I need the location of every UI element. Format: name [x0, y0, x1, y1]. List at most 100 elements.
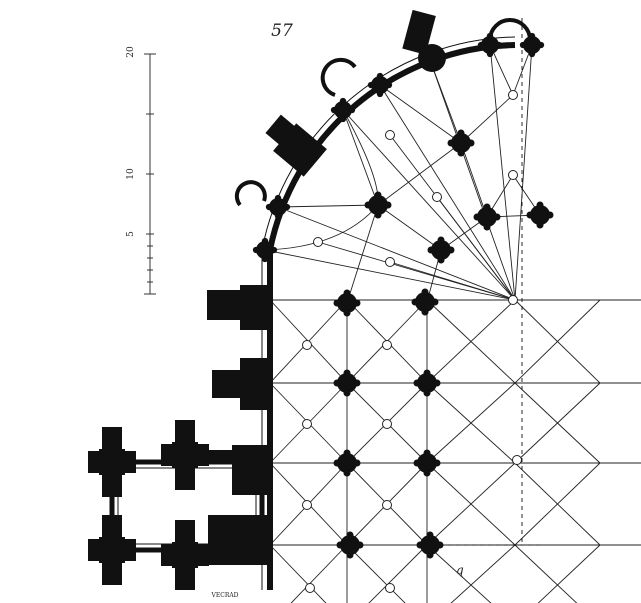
keystone: [508, 295, 518, 305]
pier-shaft: [423, 469, 431, 477]
buttress-pier: [240, 285, 272, 330]
radiating-rib: [342, 109, 516, 301]
pier-shaft: [374, 191, 382, 199]
pier-shaft: [483, 203, 491, 211]
pier-shaft: [423, 389, 431, 397]
pier: [340, 535, 360, 555]
pier-shaft: [536, 201, 544, 209]
pier-shaft: [283, 203, 291, 211]
vault-ribs: [264, 44, 641, 603]
pier-shaft: [437, 236, 445, 244]
pier-shaft: [353, 379, 361, 387]
pier-shaft: [493, 213, 501, 221]
walls: [109, 18, 540, 590]
diagonal-rib: [537, 544, 601, 603]
diagonal-rib: [514, 382, 601, 464]
pier: [368, 195, 388, 215]
pier-shaft: [447, 246, 455, 254]
pier-shaft: [457, 129, 465, 137]
diagonal-rib: [426, 462, 516, 546]
pier-shaft: [343, 389, 351, 397]
diagonal-rib: [426, 382, 516, 464]
pier-shaft: [426, 531, 434, 539]
pier: [337, 293, 357, 313]
radiating-rib: [514, 44, 533, 301]
keystone: [432, 192, 442, 202]
pier-shaft: [385, 81, 393, 89]
vault-rib: [460, 94, 514, 144]
pier-shaft: [536, 221, 544, 229]
keystones: [302, 90, 522, 593]
pier-shaft: [477, 41, 485, 49]
pier-shaft: [353, 459, 361, 467]
pier: [334, 101, 352, 119]
scale-label-20: 20: [126, 46, 136, 58]
radiating-rib: [379, 84, 516, 301]
pier: [477, 207, 497, 227]
pier-shaft: [261, 237, 269, 245]
pier-shaft: [413, 379, 421, 387]
pier: [530, 205, 550, 225]
diagonal-rib: [346, 544, 406, 603]
pier-shaft: [339, 97, 347, 105]
diagonal-rib: [290, 544, 348, 603]
radiating-rib: [489, 44, 516, 301]
pier: [417, 453, 437, 473]
pier-shaft: [343, 369, 351, 377]
pier-shaft: [339, 115, 347, 123]
diagonal-rib: [368, 544, 428, 603]
wall-segment: [165, 450, 245, 464]
keystone: [313, 237, 323, 247]
diagonal-rib: [514, 299, 601, 384]
wall-segment: [165, 545, 245, 559]
pier-shaft: [343, 449, 351, 457]
keystone: [385, 130, 395, 140]
diagonal-rib: [514, 462, 601, 546]
buttress-arm: [102, 515, 122, 585]
pier: [256, 241, 274, 259]
buttress-arm: [102, 427, 122, 497]
piers-and-buttresses: [88, 9, 554, 590]
pier-shaft: [421, 288, 429, 296]
pier: [371, 76, 389, 94]
pier-shaft: [437, 256, 445, 264]
diagonal-rib: [426, 299, 516, 384]
pier-shaft: [495, 41, 503, 49]
pier-shaft: [447, 139, 455, 147]
scale-bar: [144, 53, 156, 295]
pier-shaft: [426, 551, 434, 559]
pier-shaft: [348, 106, 356, 114]
radiating-rib: [429, 59, 516, 301]
pier-shaft: [423, 369, 431, 377]
pier-shaft: [330, 106, 338, 114]
pier-shaft: [416, 541, 424, 549]
buttress-pier: [240, 358, 270, 410]
pier-shaft: [333, 379, 341, 387]
pier-shaft: [261, 255, 269, 263]
keystone: [385, 583, 395, 593]
pier-shaft: [336, 541, 344, 549]
vault-rib: [429, 59, 462, 144]
vault-rib: [342, 109, 379, 206]
pier: [337, 453, 357, 473]
pier-shaft: [528, 32, 536, 40]
radiating-rib: [436, 196, 516, 301]
page-number: 57: [271, 21, 293, 41]
pier-shaft: [333, 299, 341, 307]
pier: [269, 198, 287, 216]
pier-shaft: [343, 289, 351, 297]
pier-shaft: [433, 379, 441, 387]
vault-rib: [379, 84, 462, 144]
scale-label-5: 5: [126, 231, 136, 237]
vault-rib: [277, 204, 379, 208]
pier-shaft: [486, 32, 494, 40]
pier-shaft: [436, 541, 444, 549]
section-mark: q: [456, 563, 464, 577]
pier-shaft: [374, 211, 382, 219]
pier-shaft: [427, 246, 435, 254]
pier-shaft: [467, 139, 475, 147]
pier-shaft: [376, 90, 384, 98]
diagonal-rib: [514, 544, 578, 603]
pier-shaft: [423, 449, 431, 457]
